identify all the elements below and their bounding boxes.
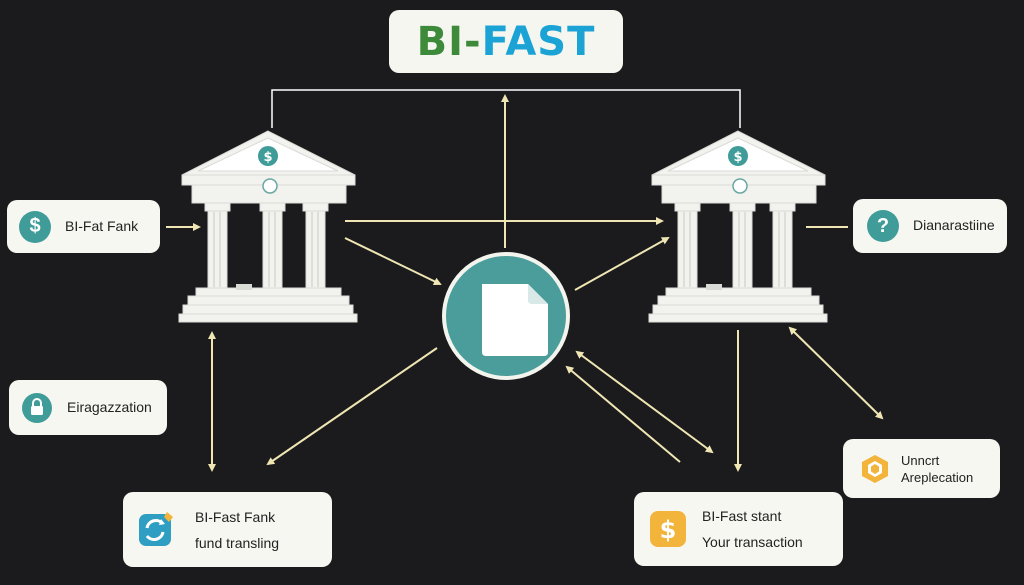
right-bank-coin-icon <box>728 146 748 166</box>
left-bank-coin-icon <box>258 146 278 166</box>
arrow-center-right-bank <box>574 237 670 291</box>
card-right-mid-line1: Unncrt <box>901 452 940 468</box>
card-right-mid[interactable]: Unncrt Areplecation <box>843 439 1000 498</box>
left-bank-coin-glyph: $ <box>263 150 272 165</box>
arrow-center-bottom-left <box>266 347 438 466</box>
title-part-fast: FAST <box>481 18 596 65</box>
card-left-top-label: BI-Fat Fank <box>65 217 139 234</box>
dollar-icon: $ <box>19 210 51 243</box>
right-bank-coin-glyph: $ <box>733 150 742 165</box>
arrow-center-bottom-right-1 <box>575 350 714 454</box>
lock-icon <box>21 392 53 424</box>
arrow-left-bank-center <box>344 237 442 285</box>
card-left-mid[interactable]: Eiragazzation <box>9 380 167 435</box>
arrow-right-bank-right-mid <box>788 326 884 420</box>
card-left-top[interactable]: $ BI-Fat Fank <box>7 200 160 253</box>
card-left-bottom-line2: fund transling <box>195 534 280 551</box>
transfer-icon <box>137 508 181 552</box>
card-left-bottom[interactable]: BI-Fast Fank fund transling <box>123 492 332 567</box>
card-right-bottom-text: BI-Fast stant Your transaction <box>702 508 803 550</box>
hexagon-icon <box>859 453 891 485</box>
title-part-bi: BI- <box>416 18 482 65</box>
title-box: BI-FAST <box>389 10 623 73</box>
question-icon: ? <box>867 210 899 242</box>
card-right-mid-text: Unncrt Areplecation <box>901 453 973 485</box>
card-left-bottom-line1: BI-Fast Fank <box>195 508 276 525</box>
card-right-bottom[interactable]: $ BI-Fast stant Your transaction <box>634 492 843 566</box>
card-right-bottom-line1: BI-Fast stant <box>702 508 782 524</box>
card-right-top-label: Dianarastiine <box>913 217 995 234</box>
card-right-mid-line2: Areplecation <box>901 469 974 485</box>
card-right-top[interactable]: ? Dianarastiine <box>853 199 1007 253</box>
top-bracket-line <box>271 89 741 128</box>
document-icon <box>482 284 548 356</box>
card-left-bottom-text: BI-Fast Fank fund transling <box>195 509 279 551</box>
card-right-bottom-line2: Your transaction <box>702 534 803 550</box>
card-left-mid-label: Eiragazzation <box>67 398 152 415</box>
card-right-bottom-glyph: $ <box>660 516 677 544</box>
arrow-center-bottom-right-2 <box>565 365 681 463</box>
dollar-icon: $ <box>648 509 688 549</box>
